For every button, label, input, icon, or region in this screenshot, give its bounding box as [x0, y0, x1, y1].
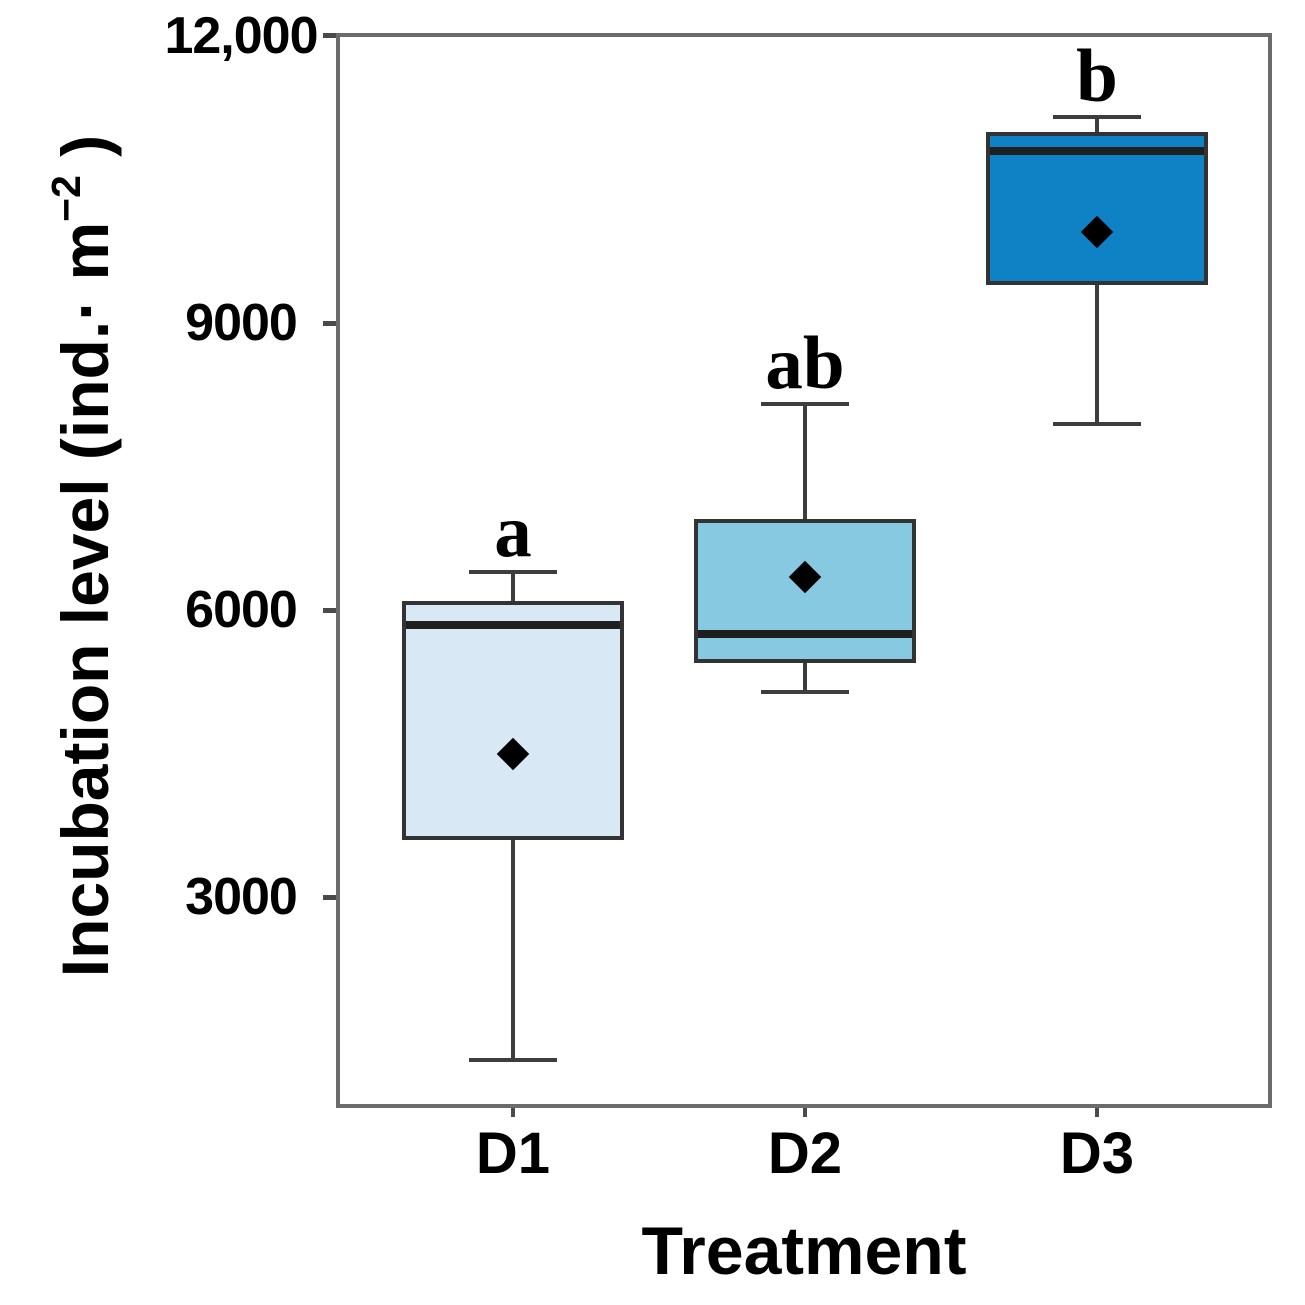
upper-whisker-cap [761, 402, 849, 407]
lower-whisker-cap [761, 689, 849, 694]
y-tick-mark [323, 894, 336, 900]
upper-whisker-cap [469, 569, 557, 574]
y-tick-mark [323, 320, 336, 326]
lower-whisker-cap [1053, 421, 1141, 426]
x-tick-label: D3 [1059, 1121, 1135, 1186]
x-tick-mark [803, 1108, 807, 1117]
y-tick-label: 6000 [185, 581, 298, 640]
y-axis-title-suffix: ) [48, 134, 122, 176]
upper-whisker [803, 404, 807, 520]
y-axis-title-text: Incubation level (ind.· m [48, 221, 122, 978]
lower-whisker [1095, 284, 1099, 424]
y-tick-label: 9000 [185, 294, 298, 353]
significance-letter: a [494, 489, 532, 573]
lower-whisker-cap [469, 1058, 557, 1063]
x-axis-title: Treatment [641, 1213, 967, 1289]
y-tick-label: 3000 [185, 868, 298, 927]
median-line [406, 620, 620, 629]
x-tick-label: D2 [767, 1121, 843, 1186]
box-D1 [402, 600, 624, 840]
x-tick-mark [511, 1108, 515, 1117]
significance-letter: b [1076, 35, 1118, 119]
upper-whisker-cap [1053, 115, 1141, 120]
box-D3 [986, 131, 1208, 285]
x-tick-mark [1095, 1108, 1099, 1117]
y-tick-label: 12,000 [164, 6, 318, 65]
x-tick-label: D1 [475, 1121, 551, 1186]
upper-whisker [511, 571, 515, 601]
median-line [990, 146, 1204, 155]
lower-whisker [803, 662, 807, 692]
significance-letter: ab [765, 322, 845, 406]
median-line [698, 630, 912, 639]
y-axis-title-superscript: −2 [43, 175, 89, 222]
y-tick-mark [323, 607, 336, 613]
lower-whisker [511, 839, 515, 1061]
upper-whisker [1095, 117, 1099, 132]
y-axis-title: Incubation level (ind.· m−2 ) [24, 0, 122, 1136]
y-tick-mark [323, 33, 336, 39]
